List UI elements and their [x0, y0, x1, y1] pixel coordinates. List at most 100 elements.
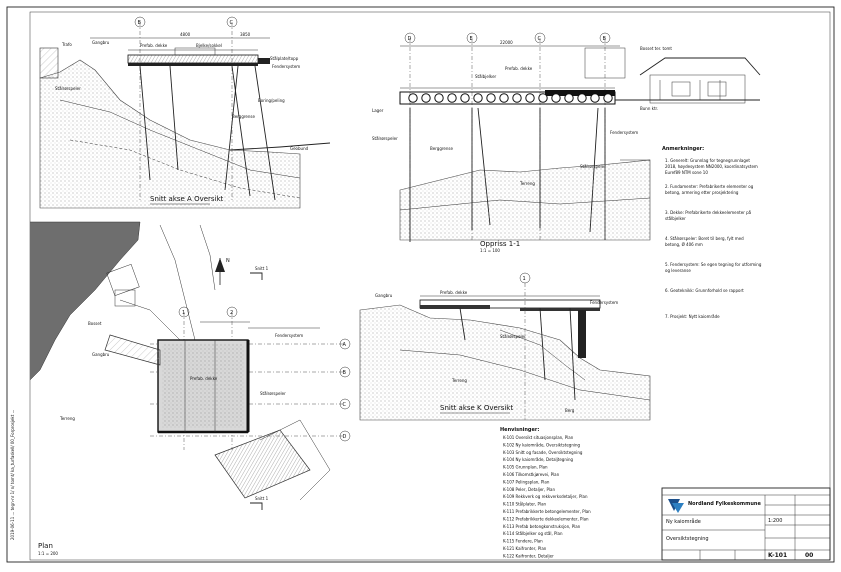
svg-text:C: C [538, 36, 542, 42]
reference-item: K-121 Kaifronter, Plan [503, 546, 547, 551]
svg-text:Trafo: Trafo [61, 42, 72, 47]
deck-b [399, 91, 616, 105]
section-c-oversikt: 1 Gangbru Prefab. dekke Fendersystem Stå… [359, 272, 651, 421]
fender-cylinder [590, 93, 600, 103]
note-item: 4. Stålrørspeler: Boret til berg, fylt m… [665, 236, 744, 247]
svg-text:Bosset: Bosset [88, 321, 102, 326]
reference-item: K-105 Grunnplan, Plan [503, 465, 548, 470]
svg-text:22000: 22000 [500, 40, 513, 45]
svg-text:Stålbjelker: Stålbjelker [475, 74, 497, 79]
fender-cylinder [408, 93, 418, 103]
reference-item: K-115 Fendere, Plan [503, 539, 543, 544]
svg-text:Geobund: Geobund [290, 146, 309, 151]
plan-view: 1 2 A B C D N Snitt 1 Snitt 1 [29, 221, 351, 556]
svg-text:Prefab. dekke: Prefab. dekke [190, 376, 218, 381]
svg-text:00: 00 [805, 552, 813, 559]
svg-text:1: 1 [523, 276, 526, 282]
svg-text:Henvisninger:: Henvisninger: [500, 427, 539, 433]
svg-text:Fendersystem: Fendersystem [272, 64, 300, 69]
svg-text:Prefab. dekke: Prefab. dekke [505, 66, 533, 71]
svg-text:Stålplate/topp: Stålplate/topp [270, 56, 299, 61]
section-b-oppriss: D E C B 22000 Bosset ter. tomt [372, 32, 761, 253]
references-block: Henvisninger: K-101 Oversikt situasjonsp… [500, 427, 591, 558]
section-a-oversikt: B C 4800 3850 Trafo Gangbru Prefab. dekk… [39, 16, 331, 209]
lot-area [214, 429, 311, 499]
note-item: 1. Generelt: Grunnlag for tegnegrunnlage… [665, 158, 758, 175]
svg-text:B: B [138, 20, 142, 26]
fender-cylinder [577, 93, 587, 103]
fender-cylinder [512, 93, 522, 103]
svg-text:Stålrørspeler: Stålrørspeler [55, 86, 81, 91]
plan-title: Plan [38, 542, 53, 550]
svg-text:Berggrense: Berggrense [232, 114, 255, 119]
svg-text:Oversiktstegning: Oversiktstegning [666, 536, 709, 542]
svg-text:3850: 3850 [240, 32, 251, 37]
fender-cylinder [434, 93, 444, 103]
fender-row [408, 93, 613, 103]
walkway-plan [104, 334, 161, 366]
svg-text:E: E [470, 36, 473, 42]
svg-text:Berggrense: Berggrense [430, 146, 453, 151]
terrain-fill [39, 59, 301, 209]
svg-text:D: D [343, 434, 347, 440]
fender-cylinder [538, 93, 548, 103]
svg-text:B: B [603, 36, 607, 42]
svg-text:Nordland Fylkeskommune: Nordland Fylkeskommune [688, 501, 761, 507]
svg-text:C: C [230, 20, 234, 26]
note-item: 2. Fundamenter: Prefabrikerte elementer … [665, 184, 754, 195]
svg-text:Boring/peling: Boring/peling [258, 98, 285, 103]
reference-item: K-101 Oversikt situasjonsplan, Plan [503, 435, 574, 440]
deck-a [127, 54, 259, 64]
axis-bubble-b [134, 16, 146, 28]
svg-text:Gangbru: Gangbru [92, 40, 110, 45]
svg-text:Terreng: Terreng [519, 181, 535, 186]
svg-text:Fendersystem: Fendersystem [275, 333, 303, 338]
note-item: 3. Dekke: Prefabrikerte dekkeelementer p… [665, 210, 752, 221]
side-note: 2019-06-11 ... tegn-nr 1/ n/ tomt/ ka_tu… [10, 410, 15, 540]
reference-item: K-104 Ny kaiområde, Detaljtegning [503, 457, 574, 462]
fender-cylinder [603, 93, 613, 103]
harbour-house: Bosset ter. tomt [584, 46, 761, 104]
svg-text:Ny kaiområde: Ny kaiområde [666, 518, 701, 525]
svg-text:Gangbru: Gangbru [375, 293, 393, 298]
svg-text:Gangbru: Gangbru [92, 352, 110, 357]
fender-cylinder [460, 93, 470, 103]
reference-item: K-102 Ny kaiområde, Oversiktstegning [503, 442, 581, 447]
outer-border [6, 6, 835, 563]
svg-text:D: D [408, 36, 412, 42]
svg-text:Lager: Lager [372, 108, 384, 113]
reference-item: K-110 Stålplater, Plan [503, 502, 547, 507]
terrain-c [359, 304, 651, 421]
reference-item: K-108 Peler, Detaljer, Plan [503, 487, 555, 492]
deck-c [419, 299, 601, 309]
note-item: 6. Geoteknikk: Grunnforhold se rapport [665, 288, 744, 293]
notes-block: Anmerkninger: 1. Generelt: Grunnlag for … [662, 146, 762, 319]
water-area [30, 222, 140, 380]
svg-text:Stålrørspeler: Stålrørspeler [372, 136, 398, 141]
svg-text:Stålrørspeler: Stålrørspeler [500, 334, 526, 339]
reference-item: K-103 Snitt og fasade, Oversiktstegning [503, 450, 583, 455]
axis-bubble-c [226, 16, 238, 28]
svg-text:Anmerkninger:: Anmerkninger: [662, 146, 704, 152]
reference-item: K-112 Prefabrikkerte dekkeelementer, Pla… [503, 516, 589, 521]
svg-text:Stålrørspeler: Stålrørspeler [580, 164, 606, 169]
inner-border [29, 11, 831, 561]
svg-text:Fendersystem: Fendersystem [610, 130, 638, 135]
svg-text:Bjelke/sokkel: Bjelke/sokkel [196, 43, 222, 48]
reference-item: K-109 Rekkverk og rekkverksdetaljer, Pla… [503, 494, 588, 499]
fender-cylinder [473, 93, 483, 103]
title-block: Nordland Fylkeskommune Ny kaiområde Over… [661, 487, 831, 561]
reference-item: K-122 Kaifronter, Detaljer [503, 553, 554, 558]
section-b-title: Oppriss 1-1 [480, 240, 520, 248]
reference-item: K-106 Tilkomstkjørevei, Plan [503, 472, 560, 477]
svg-text:Stålrørspeler: Stålrørspeler [260, 391, 286, 396]
fender-cylinder [499, 93, 509, 103]
note-item: 5. Fendersystem: Se egen tegning for utf… [665, 262, 762, 273]
svg-text:2: 2 [230, 310, 233, 316]
fender-cylinder [551, 93, 561, 103]
reference-item: K-111 Prefabrikkerte betongelementer, Pl… [503, 509, 591, 514]
section-c-title: Snitt akse K Oversikt [440, 404, 513, 412]
svg-text:N: N [226, 258, 230, 264]
svg-text:A: A [343, 342, 347, 348]
